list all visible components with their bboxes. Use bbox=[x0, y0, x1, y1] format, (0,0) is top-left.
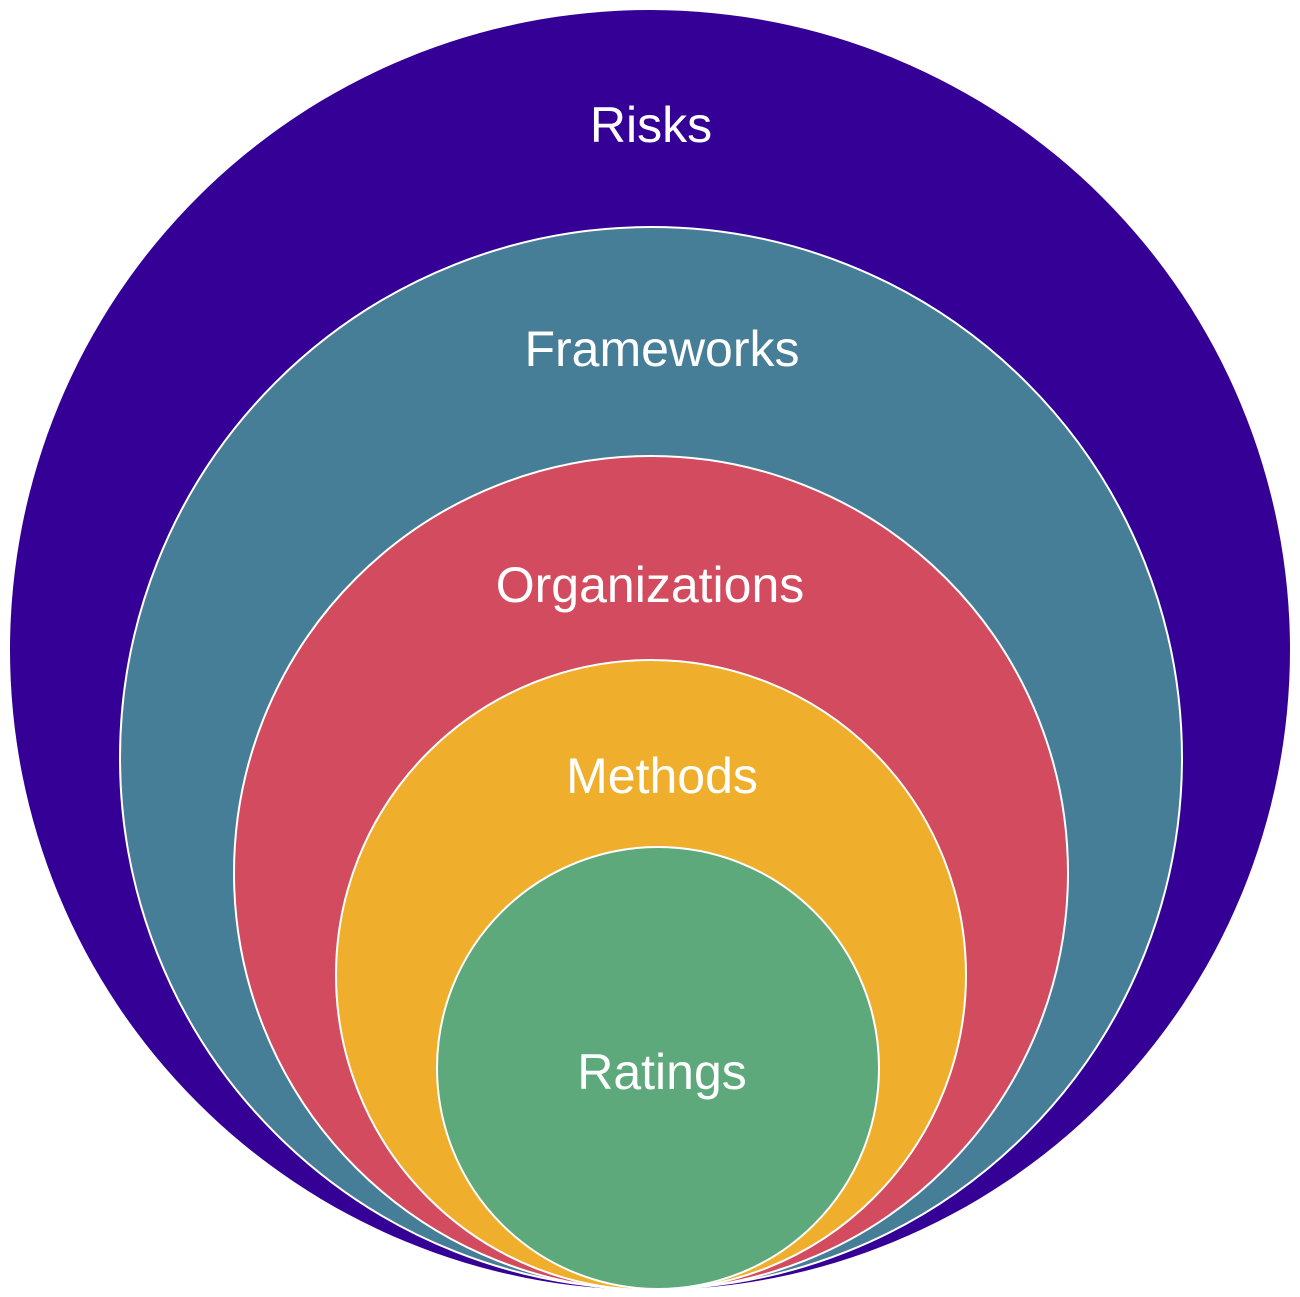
label-risks: Risks bbox=[590, 97, 712, 153]
label-frameworks: Frameworks bbox=[524, 321, 799, 377]
label-organizations: Organizations bbox=[496, 557, 805, 613]
label-ratings: Ratings bbox=[577, 1044, 747, 1100]
label-methods: Methods bbox=[566, 748, 758, 804]
ring-ratings bbox=[436, 846, 880, 1290]
